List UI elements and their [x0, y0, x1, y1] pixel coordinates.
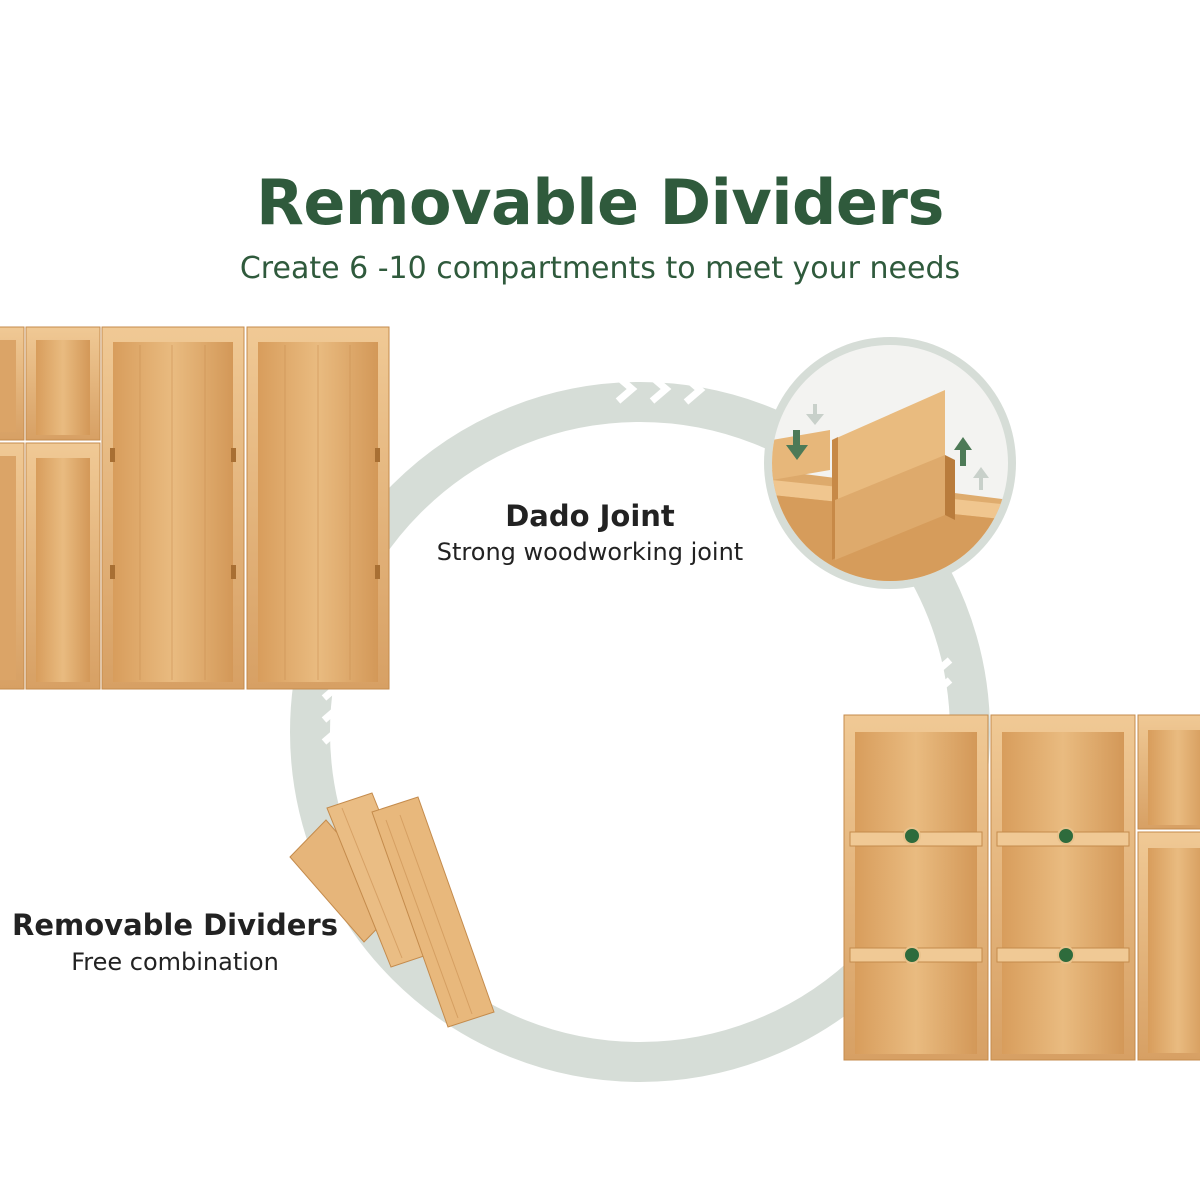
- chevron-icon: [649, 374, 672, 404]
- arrow-down-icon: [806, 404, 824, 425]
- dado-joint-bubble: [764, 337, 1016, 589]
- chevron-icon: [680, 982, 703, 1012]
- dado-joint-subtitle: Strong woodworking joint: [436, 538, 744, 566]
- chevron-icon: [683, 375, 706, 405]
- arrow-up-icon: [973, 467, 989, 490]
- chevron-icon: [507, 977, 530, 1007]
- chevron-icon: [321, 703, 355, 723]
- chevron-icons: [321, 374, 953, 1017]
- removable-dividers-subtitle: Free combination: [71, 948, 279, 976]
- removable-dividers-title: Removable Dividers: [12, 908, 338, 942]
- chevron-icon: [919, 677, 953, 697]
- chevron-icon: [615, 374, 638, 404]
- organizer-bottom-right: [843, 714, 1200, 1061]
- chevron-icon: [919, 657, 953, 677]
- chevron-icon: [321, 725, 355, 745]
- organizer-top-left: [0, 326, 390, 690]
- page-subtitle: Create 6 -10 compartments to meet your n…: [239, 251, 961, 286]
- dado-joint-title: Dado Joint: [505, 499, 675, 533]
- arrow-up-icon: [954, 437, 972, 466]
- loose-divider-boards: [289, 792, 495, 1028]
- page-title: Removable Dividers: [256, 166, 944, 239]
- peg-icon: [903, 827, 1075, 964]
- arrow-down-icon: [786, 430, 808, 460]
- chevron-icon: [540, 987, 563, 1017]
